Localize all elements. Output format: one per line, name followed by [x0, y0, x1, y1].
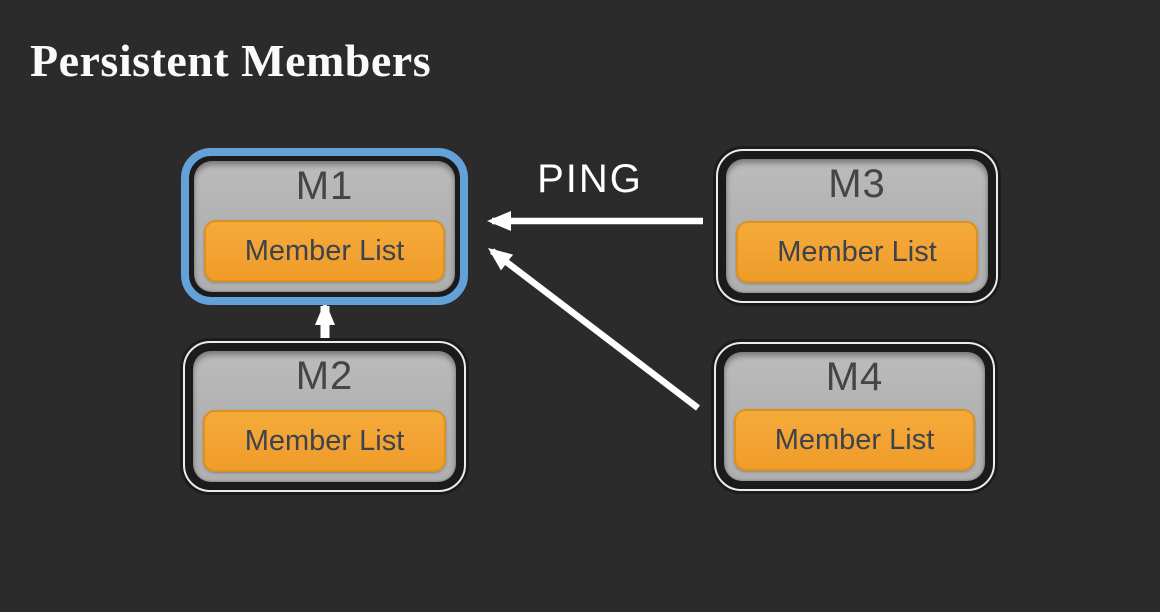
node-m1: M1 Member List	[181, 148, 468, 305]
node-m2-panel: M2 Member List	[193, 351, 456, 482]
node-m4: M4 Member List	[714, 342, 995, 491]
node-m4-label: M4	[825, 355, 884, 399]
node-m3-panel: M3 Member List	[726, 159, 988, 293]
node-m3-member-list: Member List	[736, 221, 978, 283]
node-m3: M3 Member List	[716, 149, 998, 303]
arrow-m4-to-m1	[488, 247, 700, 411]
node-m1-label: M1	[295, 164, 354, 208]
node-m2: M2 Member List	[183, 341, 466, 492]
node-m1-member-list: Member List	[204, 220, 445, 282]
node-m2-member-list: Member List	[203, 410, 446, 472]
node-m4-panel: M4 Member List	[724, 352, 985, 481]
node-m2-label: M2	[295, 354, 354, 398]
node-m1-panel: M1 Member List	[194, 161, 455, 292]
slide-title: Persistent Members	[30, 35, 432, 86]
ping-label: PING	[537, 157, 643, 201]
node-m3-label: M3	[828, 162, 886, 206]
node-m4-member-list: Member List	[734, 409, 975, 471]
